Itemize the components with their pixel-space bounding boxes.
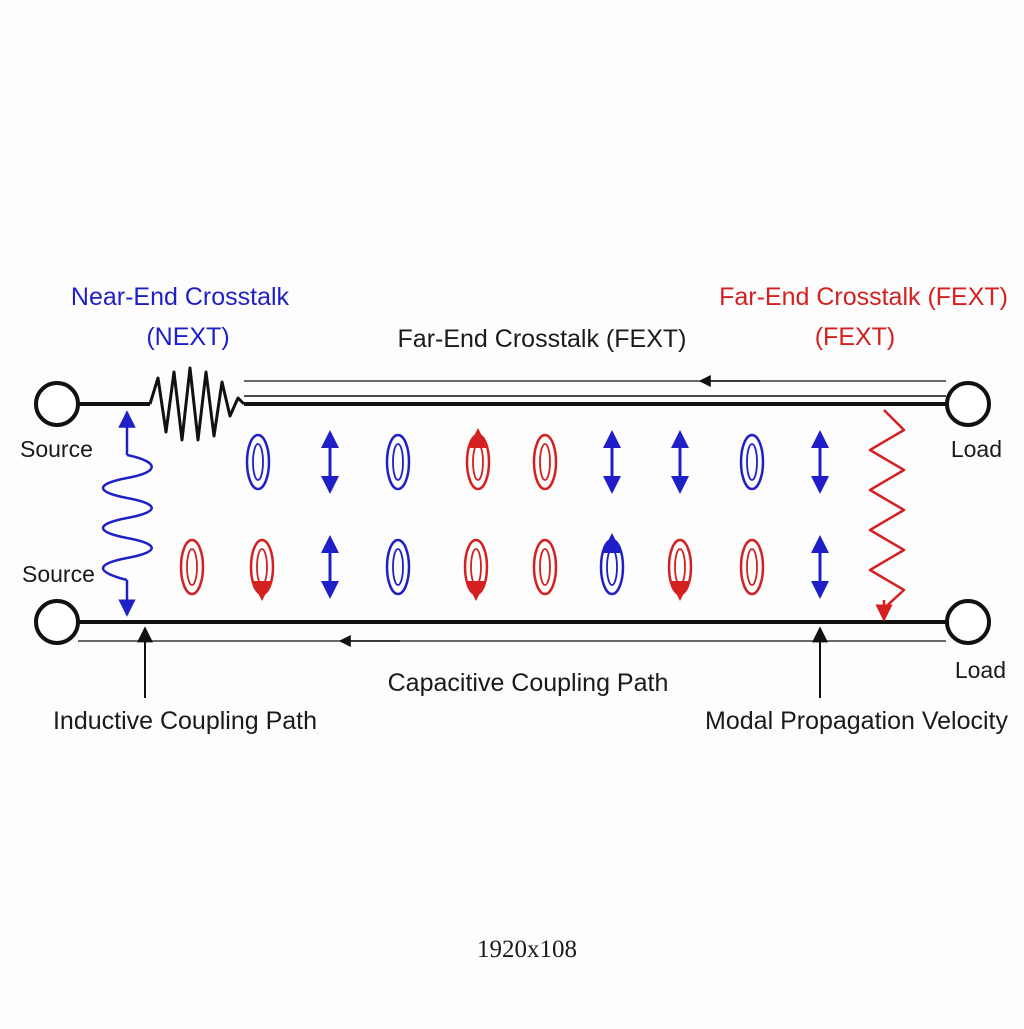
fext-center-label: Far-End Crosstalk (FEXT) — [398, 325, 687, 353]
top-conductor — [78, 366, 946, 442]
red-down-arrow-loop-icon — [667, 538, 693, 601]
red-loop-icon — [532, 433, 558, 491]
source-label-top: Source — [20, 436, 93, 462]
blue-double-arrow-icon — [811, 535, 829, 599]
inductive-path-label: Inductive Coupling Path — [53, 707, 317, 735]
bottom-coupling-row — [179, 533, 829, 601]
fext-right-line1: Far-End Crosstalk (FEXT) — [719, 283, 1008, 311]
blue-double-arrow-icon — [811, 430, 829, 494]
blue-loop-icon — [385, 538, 411, 596]
blue-double-arrow-icon — [603, 430, 621, 494]
source-terminal-bottom-icon — [34, 599, 80, 645]
modal-velocity-label: Modal Propagation Velocity — [705, 707, 1008, 735]
capacitive-path-label: Capacitive Coupling Path — [388, 669, 669, 697]
far-end-coupling-spring — [868, 409, 906, 622]
red-loop-icon — [532, 538, 558, 596]
blue-up-arrow-loop-icon — [599, 533, 625, 596]
next-title-line1: Near-End Crosstalk — [71, 283, 290, 311]
top-coupling-row — [245, 428, 829, 494]
blue-loop-icon — [739, 433, 765, 491]
red-loop-icon — [739, 538, 765, 596]
red-down-arrow-loop-icon — [463, 538, 489, 601]
bottom-conductor — [78, 620, 946, 647]
fext-right-line2: (FEXT) — [815, 323, 896, 351]
red-loop-icon — [179, 538, 205, 596]
footer-caption: 1920x108 — [477, 936, 577, 963]
blue-loop-icon — [385, 433, 411, 491]
red-down-arrow-loop-icon — [249, 538, 275, 601]
load-label-top: Load — [951, 436, 1002, 462]
load-terminal-top-icon — [945, 381, 991, 427]
blue-double-arrow-icon — [321, 430, 339, 494]
near-end-inductor-icon — [148, 366, 246, 442]
next-title-line2: (NEXT) — [146, 323, 229, 351]
source-label-bottom: Source — [22, 561, 95, 587]
blue-loop-icon — [245, 433, 271, 491]
red-up-arrow-loop-icon — [465, 428, 491, 491]
blue-double-arrow-icon — [321, 535, 339, 599]
blue-double-arrow-icon — [671, 430, 689, 494]
load-label-bottom: Load — [955, 657, 1006, 683]
source-terminal-top-icon — [34, 381, 80, 427]
near-end-coupling-spring — [102, 410, 153, 617]
load-terminal-bottom-icon — [945, 599, 991, 645]
